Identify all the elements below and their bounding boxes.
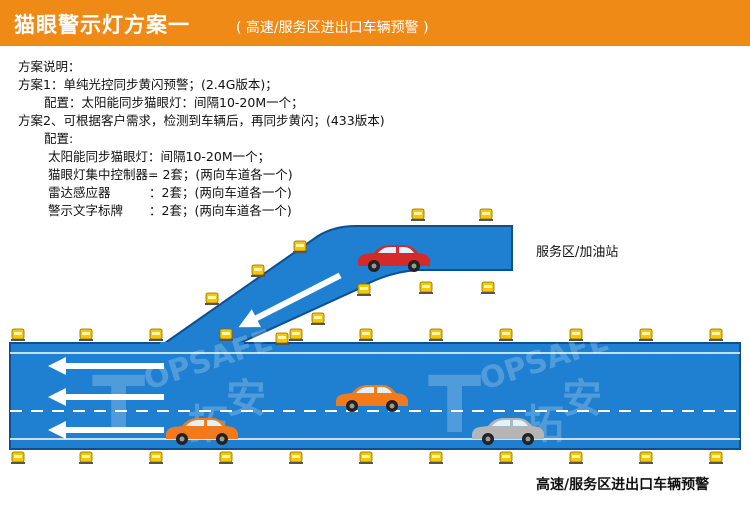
page-subtitle: ( 高速/服务区进出口车辆预警 ) bbox=[236, 20, 429, 36]
plan2-item-name: 猫眼灯集中控制器 bbox=[48, 167, 149, 182]
plan2-item-detail: 间隔10-20M一个； bbox=[160, 149, 271, 164]
plan2-item-name: 太阳能同步猫眼灯： bbox=[48, 149, 161, 164]
plan2-config-heading: 配置: bbox=[44, 131, 74, 146]
plan2-item: 警示文字标牌 ：2套；(两向车道各一个) bbox=[18, 202, 385, 220]
plan2-item: 太阳能同步猫眼灯：间隔10-20M一个； bbox=[18, 148, 385, 166]
plan2-item-detail: ：2套；(两向车道各一个) bbox=[149, 185, 292, 200]
plan2-item: 猫眼灯集中控制器= 2套；(两向车道各一个) bbox=[18, 166, 385, 184]
arrow-lane-3 bbox=[48, 421, 164, 439]
lights-bottom-row bbox=[10, 451, 724, 465]
plan2-item-detail: ：2套；(两向车道各一个) bbox=[149, 203, 292, 218]
direction-arrows bbox=[48, 272, 342, 439]
service-area-label: 服务区/加油站 bbox=[536, 245, 619, 260]
svg-text:安: 安 bbox=[562, 376, 602, 422]
svg-text:T: T bbox=[92, 361, 145, 451]
plan2-text: 方案2、可根据客户需求，检测到车辆后，再同步黄闪；(433版本) bbox=[18, 113, 385, 128]
header-bar: 猫眼警示灯方案一 ( 高速/服务区进出口车辆预警 ) bbox=[0, 0, 750, 46]
exit-ramp bbox=[161, 225, 513, 344]
plan1-config: 配置：太阳能同步猫眼灯：间隔10-20M一个； bbox=[44, 95, 304, 110]
caption-label: 高速/服务区进出口车辆预警 bbox=[536, 477, 710, 493]
plan2-item-name: 警示文字标牌 bbox=[48, 203, 124, 218]
arrow-lane-2 bbox=[48, 388, 164, 406]
plan2-item-detail: = 2套；(两向车道各一个) bbox=[148, 167, 293, 182]
ramp-merge-fill bbox=[160, 342, 244, 352]
arrow-ramp bbox=[238, 272, 342, 328]
plan-description: 方案说明： 方案1：单纯光控同步黄闪预警；(2.4G版本)； 配置：太阳能同步猫… bbox=[18, 58, 385, 220]
plan2-item: 雷达感应器 ：2套；(两向车道各一个) bbox=[18, 184, 385, 202]
plan1-text: 方案1：单纯光控同步黄闪预警；(2.4G版本)； bbox=[18, 77, 278, 92]
page-title: 猫眼警示灯方案一 bbox=[14, 13, 190, 37]
svg-text:安: 安 bbox=[226, 376, 266, 422]
description-heading: 方案说明： bbox=[18, 59, 81, 74]
arrow-lane-1 bbox=[48, 357, 164, 375]
plan2-item-name: 雷达感应器 bbox=[48, 185, 111, 200]
